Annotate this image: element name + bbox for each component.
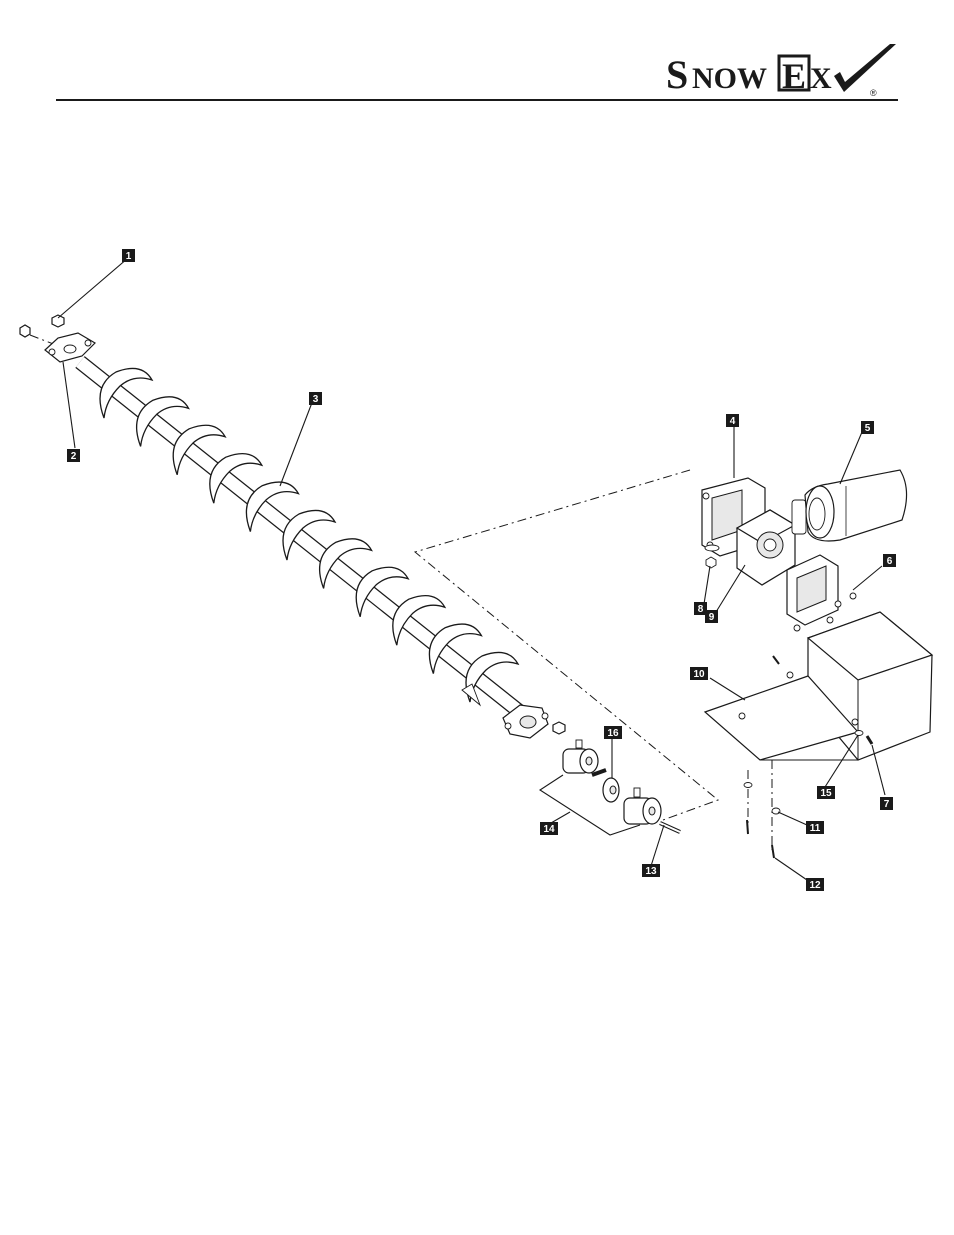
callout-number: 6	[887, 556, 893, 567]
callout-number: 16	[607, 728, 619, 739]
callout-2: 2	[67, 449, 80, 462]
callout-5: 5	[861, 421, 874, 434]
coupler-1	[563, 740, 606, 775]
lock-washer-11	[772, 808, 780, 814]
callout-number: 12	[809, 880, 821, 891]
callout-number: 7	[884, 799, 890, 810]
callout-number: 5	[865, 423, 871, 434]
callout-number: 8	[698, 604, 704, 615]
callout-number: 11	[810, 823, 821, 834]
callout-3: 3	[309, 392, 322, 405]
callout-number: 10	[693, 669, 705, 680]
callout-14: 14	[540, 822, 558, 835]
callout-10: 10	[690, 667, 708, 680]
callout-number: 15	[820, 788, 832, 799]
auger-assembly	[80, 362, 520, 712]
callout-4: 4	[726, 414, 739, 427]
callout-13: 13	[642, 864, 660, 877]
hex-nut	[52, 315, 64, 327]
spacer-washer	[603, 778, 619, 802]
screw-12	[772, 845, 774, 858]
motor-bracket	[787, 555, 856, 631]
callout-1: 1	[122, 249, 135, 262]
callout-9: 9	[705, 610, 718, 623]
coupler-2	[624, 788, 661, 824]
auger-cover	[705, 612, 932, 760]
callout-number: 4	[730, 416, 736, 427]
callout-number: 1	[126, 251, 132, 262]
callout-15: 15	[817, 786, 835, 799]
washer-15	[855, 731, 863, 736]
bearing-nut	[553, 722, 565, 734]
left-flange-bearing	[45, 333, 95, 362]
washer-nut-stack	[705, 545, 719, 568]
callout-11: 11	[806, 821, 824, 834]
callout-16: 16	[604, 726, 622, 739]
cover-bolt	[773, 656, 779, 664]
electric-motor	[792, 470, 907, 541]
callout-number: 9	[709, 612, 715, 623]
callout-number: 3	[313, 394, 319, 405]
hex-nut-left	[20, 325, 30, 337]
callout-number: 13	[645, 866, 657, 877]
callout-7: 7	[880, 797, 893, 810]
callout-6: 6	[883, 554, 896, 567]
callout-number: 2	[71, 451, 77, 462]
callout-number: 14	[543, 824, 555, 835]
callout-12: 12	[806, 878, 824, 891]
